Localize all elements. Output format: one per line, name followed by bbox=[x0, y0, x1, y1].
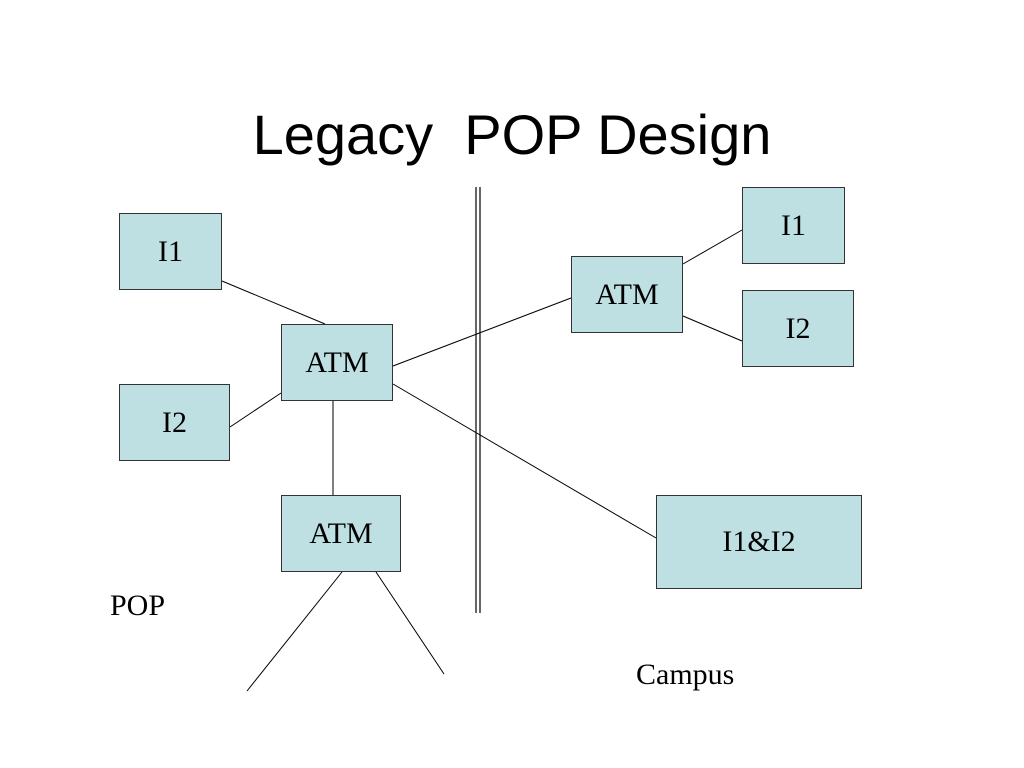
link-atm-to-campus-atm bbox=[392, 297, 572, 367]
slide-title: Legacy POP Design bbox=[252, 103, 772, 166]
link-atm-bottom-right-branch bbox=[375, 571, 445, 675]
label-pop: POP bbox=[110, 589, 166, 622]
link-i2-atm bbox=[229, 392, 282, 428]
node-i2-pop: I2 bbox=[119, 384, 230, 461]
link-i1-atm bbox=[221, 280, 326, 325]
node-atm-campus: ATM bbox=[571, 256, 683, 333]
node-i1-campus: I1 bbox=[742, 187, 845, 264]
link-atm-to-i1i2 bbox=[392, 383, 657, 539]
node-atm-pop-edge: ATM bbox=[281, 495, 401, 572]
label-campus: Campus bbox=[636, 658, 735, 691]
node-i2-campus: I2 bbox=[742, 290, 854, 367]
node-atm-pop-core: ATM bbox=[281, 324, 393, 401]
node-i1-pop: I1 bbox=[119, 213, 222, 290]
link-campus-atm-i1 bbox=[682, 229, 743, 265]
node-i1-i2-campus: I1&I2 bbox=[656, 495, 862, 589]
link-atm-bottom-left-branch bbox=[246, 571, 343, 692]
link-campus-atm-i2 bbox=[682, 315, 743, 342]
